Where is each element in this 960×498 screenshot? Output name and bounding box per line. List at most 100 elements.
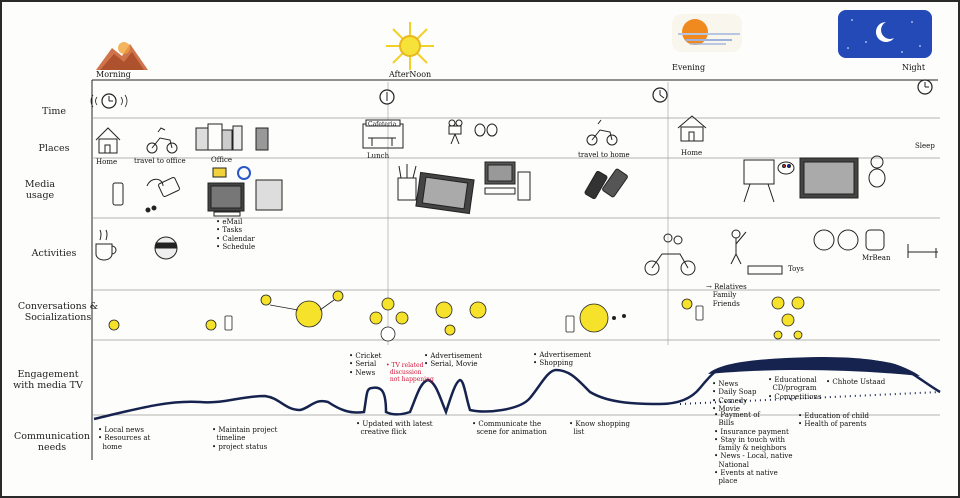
list-item: • eMail	[216, 218, 243, 226]
clock-hands	[108, 82, 929, 102]
easel-icon	[743, 159, 775, 203]
smiley-icon	[435, 301, 453, 319]
motorbike-home-icon	[586, 119, 618, 146]
engagement-advert-serial: • Advertisement • Serial, Movie	[424, 352, 483, 369]
engagement-advert-shopping: • Advertisement • Shopping	[533, 351, 592, 368]
row-label-conversations: Conversations & Socializations	[17, 301, 99, 323]
label-morning: Morning	[96, 70, 131, 79]
activity-icons	[95, 229, 938, 276]
smiley-icon	[771, 296, 785, 310]
motorcycle-riders-icon	[644, 233, 696, 276]
smiley-icon	[260, 294, 272, 306]
internet-explorer-icon	[237, 166, 251, 180]
smiley-headphones-icon	[579, 303, 609, 333]
movie-camera-icon	[448, 119, 463, 145]
row-label-engagement: Engagement with media TV	[13, 369, 83, 391]
time-clocks	[101, 79, 933, 109]
smiley-icon	[381, 297, 395, 311]
smiley-icon	[108, 319, 120, 331]
television-icon	[799, 157, 859, 199]
conversation-faces	[108, 290, 805, 342]
evening-peak-fill	[708, 357, 920, 376]
sunrise-mountain-icon	[96, 42, 148, 70]
comm-family-health: • Education of child • Health of parents	[798, 412, 869, 429]
mobile-phone-icon	[224, 315, 233, 331]
comm-creative: • Updated with latest creative flick	[356, 420, 433, 437]
engagement-evening-left: • News • Daily Soap • Comedy • Movie	[712, 380, 757, 413]
list-item: • Calendar	[216, 234, 255, 243]
smiley-icon	[332, 290, 344, 302]
grid-lines	[91, 79, 940, 460]
activity-mr-bean: MrBean	[862, 254, 891, 262]
label-night: Night	[902, 63, 926, 72]
engagement-curve	[93, 357, 941, 421]
mobile-phones-icon	[584, 168, 628, 200]
bed-icon	[907, 244, 938, 258]
child-playing-icon	[730, 229, 747, 265]
connector-lines	[269, 299, 335, 311]
place-cafeteria: Cafeteria	[368, 121, 397, 128]
toy-train-icon	[747, 265, 783, 275]
motorbike-icon	[146, 127, 178, 154]
office-buildings-icon	[195, 123, 269, 151]
theatre-masks-icon	[474, 123, 498, 137]
row-label-places: Places	[38, 143, 70, 154]
place-office: Office	[211, 156, 233, 164]
engagement-cricket-list: • Cricket • Serial • News	[349, 352, 382, 377]
smiley-large-icon	[295, 300, 323, 328]
smiley-icon	[369, 311, 383, 325]
place-travel-office: travel to office	[134, 157, 186, 165]
music-notes-icon	[612, 314, 626, 320]
engagement-red-note: • TV related discussion not happening	[386, 362, 434, 384]
mobile-phone-icon	[112, 182, 124, 206]
smiley-icon	[773, 330, 783, 340]
calendar-icon	[255, 179, 283, 211]
comm-home-needs: • Payment of Bills • Insurance payment •…	[714, 411, 793, 485]
row-label-time: Time	[41, 106, 66, 117]
person-headphones-icon	[154, 236, 178, 260]
desktop-computer-icon	[207, 182, 245, 217]
place-home: Home	[96, 158, 118, 166]
relatives-list: → Relatives Family Friends	[706, 283, 747, 308]
smiley-icon	[781, 313, 795, 327]
smiley-icon	[469, 301, 487, 319]
noon-sun-icon	[386, 22, 434, 70]
places-icons	[95, 115, 707, 154]
coffee-cup-icon	[95, 229, 117, 261]
smiley-icon	[444, 324, 456, 336]
comm-animation: • Communicate the scene for animation	[472, 420, 547, 437]
list-item: • Schedule	[216, 242, 256, 251]
pen-holder-icon	[397, 164, 417, 201]
table-icon	[380, 326, 396, 342]
comm-shopping: • Know shopping list	[569, 420, 631, 437]
smiley-icon	[791, 296, 805, 310]
smiley-icon	[205, 319, 217, 331]
smiley-icon	[681, 298, 693, 310]
music-note-icon	[145, 205, 157, 213]
place-home-evening: Home	[681, 149, 703, 157]
paint-palette-icon	[777, 161, 795, 175]
media-icons	[112, 155, 886, 217]
cable-icon	[146, 178, 164, 187]
place-lunch: Lunch	[367, 152, 390, 160]
teddy-toy-icon	[868, 155, 886, 188]
tablet-icon	[415, 171, 475, 215]
home-evening-icon	[677, 115, 707, 142]
email-envelope-icon	[212, 167, 227, 178]
place-travel-home: travel to home	[578, 151, 630, 159]
list-item: • Tasks	[216, 226, 243, 235]
home-icon	[95, 127, 121, 154]
computer-monitor-icon	[484, 161, 516, 195]
dotted-baseline	[679, 391, 941, 405]
night-moon-icon	[838, 10, 932, 58]
engagement-evening-mid: • Educational CD/program • Competitions	[768, 376, 822, 401]
mobile-phone-icon	[158, 177, 180, 197]
sunset-icon	[672, 14, 742, 52]
mr-bean-faces-icon	[813, 229, 885, 251]
place-sleep: Sleep	[915, 142, 935, 150]
engagement-chhote-ustaad: • Chhote Ustaad	[826, 378, 886, 386]
office-media-list: • eMail • Tasks • Calendar • Schedule	[216, 218, 255, 251]
comm-local-news: • Local news • Resources at home	[98, 426, 151, 451]
